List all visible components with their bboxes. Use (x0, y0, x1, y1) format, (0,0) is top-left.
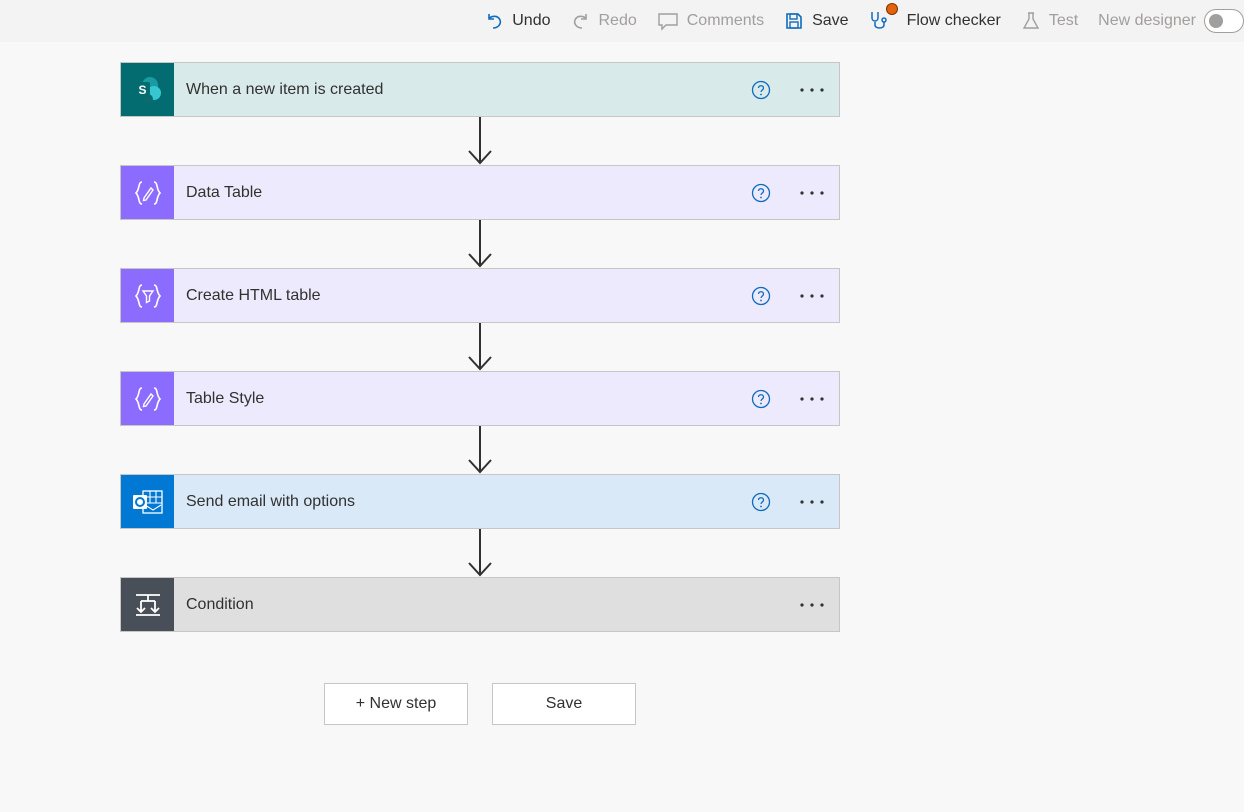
stethoscope-icon (869, 3, 899, 32)
notification-badge (885, 3, 898, 15)
save-button[interactable]: Save (492, 683, 636, 725)
help-icon (751, 286, 771, 305)
designer-toolbar: Undo Redo Comments Save Flow c (0, 0, 1244, 42)
more-options-button[interactable] (799, 190, 825, 196)
flow-canvas: S When a new item is created (120, 62, 840, 632)
save-toolbar-label: Save (812, 12, 849, 29)
more-icon (800, 87, 824, 92)
comment-icon (658, 13, 678, 31)
save-icon (786, 13, 802, 29)
compose-icon (134, 180, 161, 205)
outlook-icon (132, 489, 163, 514)
step-icon-box (121, 578, 174, 631)
step-title: Table Style (186, 389, 265, 407)
redo-button[interactable]: Redo (571, 2, 637, 40)
help-button[interactable] (751, 80, 771, 100)
step-icon-box (121, 475, 174, 528)
step-card-create-html-table[interactable]: Create HTML table (120, 268, 840, 323)
more-options-button[interactable] (799, 396, 825, 402)
step-title: Send email with options (186, 492, 355, 510)
help-icon (751, 80, 771, 99)
svg-text:S: S (138, 83, 146, 97)
arrow-down-icon (468, 529, 492, 577)
save-toolbar-button[interactable]: Save (784, 2, 849, 40)
flow-checker-button[interactable]: Flow checker (869, 2, 1001, 40)
undo-button[interactable]: Undo (484, 2, 551, 40)
help-button[interactable] (751, 183, 771, 203)
compose-icon (134, 386, 161, 411)
more-icon (800, 396, 824, 401)
more-options-button[interactable] (799, 87, 825, 93)
html-table-icon (134, 283, 161, 308)
step-icon-box: S (121, 63, 174, 116)
help-button[interactable] (751, 286, 771, 306)
more-icon (800, 499, 824, 504)
step-card-condition[interactable]: Condition (120, 577, 840, 632)
arrow-down-icon (468, 426, 492, 474)
step-card-data-table[interactable]: Data Table (120, 165, 840, 220)
more-options-button[interactable] (799, 293, 825, 299)
step-title: Data Table (186, 183, 263, 201)
more-icon (800, 190, 824, 195)
new-step-button[interactable]: + New step (324, 683, 468, 725)
help-icon (751, 389, 771, 408)
comments-button[interactable]: Comments (657, 2, 764, 40)
connector-arrow (120, 426, 840, 474)
step-card-trigger[interactable]: S When a new item is created (120, 62, 840, 117)
bottom-actions: + New step Save (324, 683, 636, 725)
redo-label: Redo (598, 12, 637, 29)
condition-icon (135, 593, 160, 616)
step-icon-box (121, 269, 174, 322)
help-button[interactable] (751, 389, 771, 409)
more-options-button[interactable] (799, 499, 825, 505)
step-card-table-style[interactable]: Table Style (120, 371, 840, 426)
connector-arrow (120, 117, 840, 165)
arrow-down-icon (468, 117, 492, 165)
arrow-down-icon (468, 220, 492, 268)
more-options-button[interactable] (799, 602, 825, 608)
step-title: When a new item is created (186, 80, 384, 98)
step-card-send-email[interactable]: Send email with options (120, 474, 840, 529)
test-label: Test (1048, 12, 1079, 29)
undo-label: Undo (512, 12, 551, 29)
toggle-knob (1209, 14, 1223, 28)
flask-icon (1022, 12, 1040, 29)
step-title: Condition (186, 595, 254, 613)
undo-icon (488, 14, 502, 29)
more-icon (800, 602, 824, 607)
step-icon-box (121, 166, 174, 219)
help-icon (751, 492, 771, 511)
connector-arrow (120, 220, 840, 268)
test-button[interactable]: Test (1021, 2, 1078, 40)
arrow-down-icon (468, 323, 492, 371)
more-icon (800, 293, 824, 298)
new-designer-label: New designer (1098, 12, 1196, 29)
step-icon-box (121, 372, 174, 425)
connector-arrow (120, 323, 840, 371)
redo-icon (573, 14, 587, 29)
help-icon (751, 183, 771, 202)
connector-arrow (120, 529, 840, 577)
flow-checker-label: Flow checker (906, 12, 1001, 29)
comments-label: Comments (686, 12, 765, 29)
sharepoint-icon: S (134, 76, 161, 104)
help-button[interactable] (751, 492, 771, 512)
step-title: Create HTML table (186, 286, 321, 304)
new-designer-toggle-group: New designer (1098, 2, 1244, 40)
new-designer-toggle[interactable] (1204, 9, 1244, 33)
